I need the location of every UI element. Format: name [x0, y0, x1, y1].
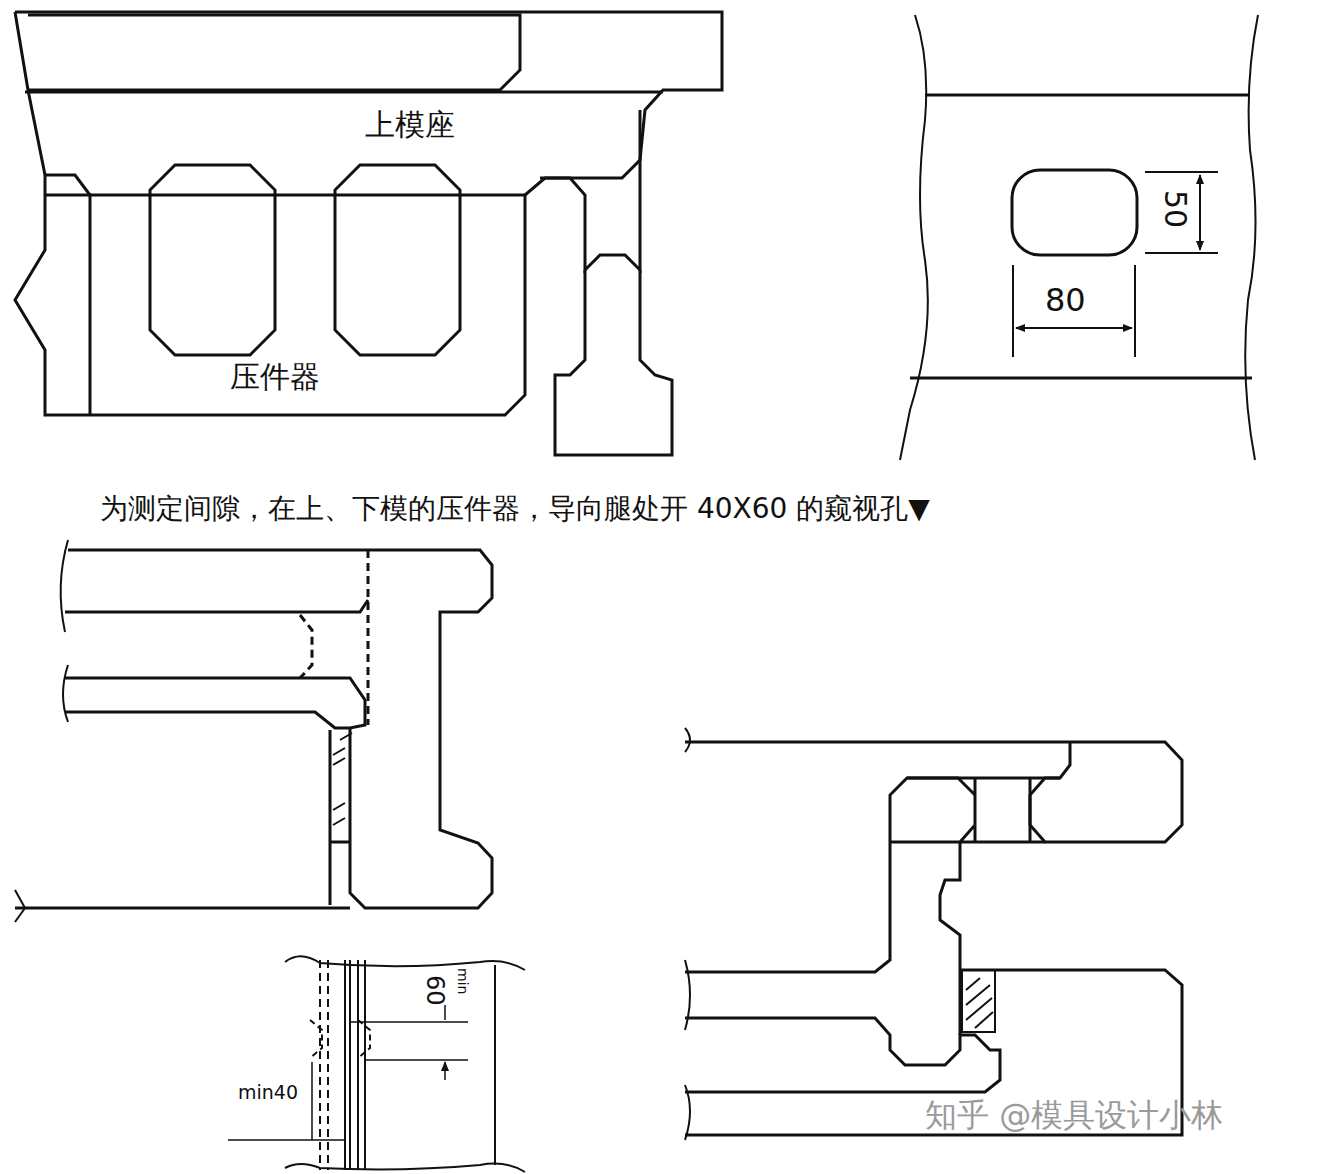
dimension: min [455, 968, 470, 994]
dimension: 60 [422, 975, 448, 1006]
dimension: 50 [1159, 190, 1192, 228]
dimension: 80 [1045, 283, 1086, 318]
part-name: 上模座 [365, 108, 455, 141]
figure-caption: 为测定间隙，在上、下模的压件器，导向腿处开 40X60 的窥视孔▼ [100, 494, 930, 525]
watermark: 知乎 @模具设计小林 [925, 1098, 1223, 1133]
part-name: 压件器 [230, 360, 320, 393]
dimension: min40 [238, 1082, 298, 1103]
